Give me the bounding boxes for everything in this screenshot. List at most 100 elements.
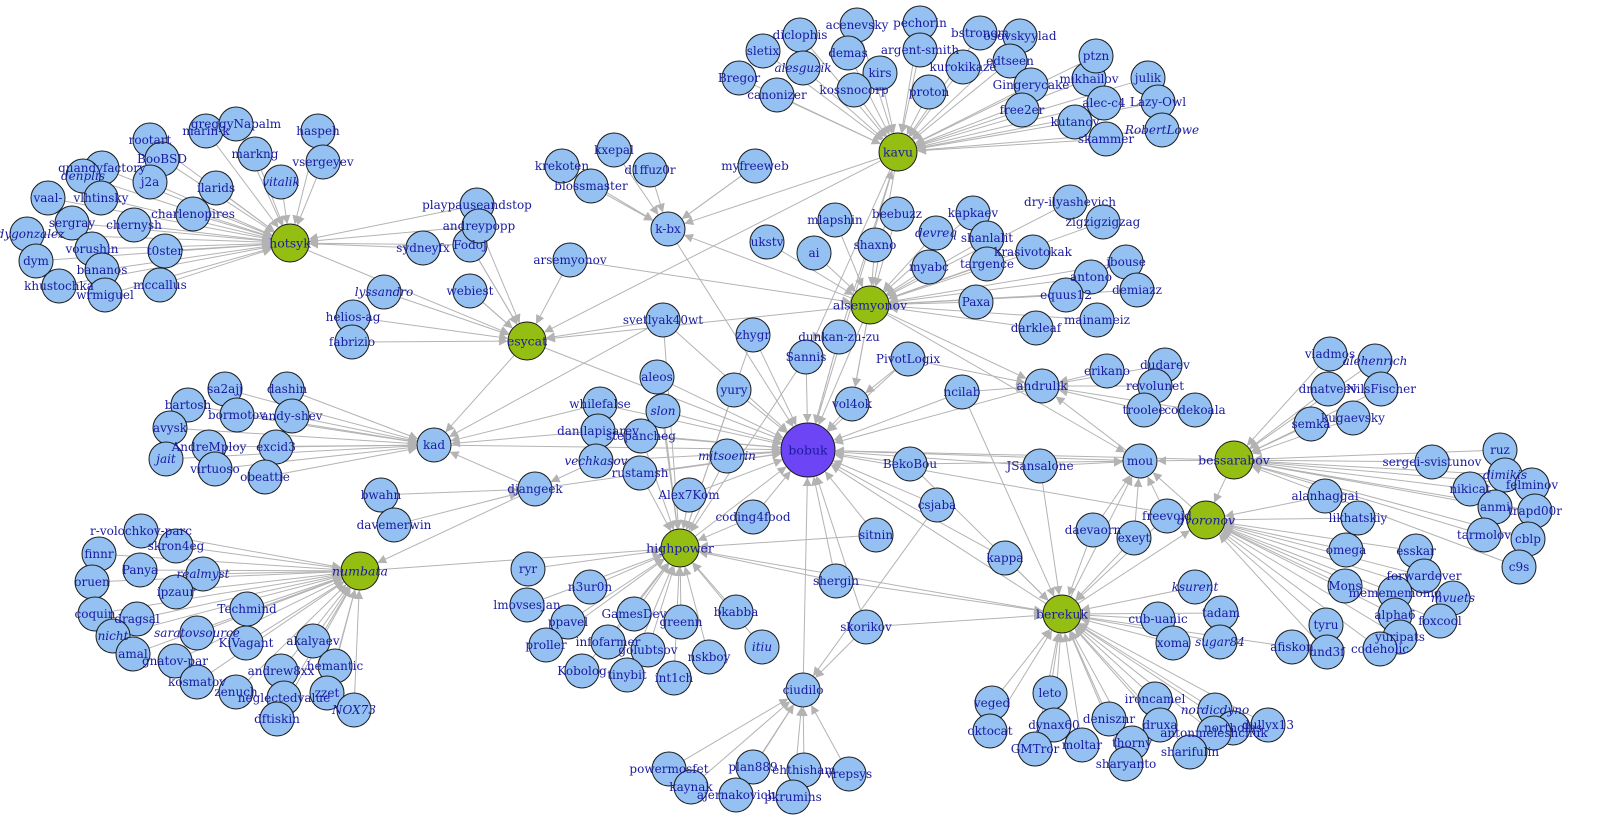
node-label-pkrumins: pkrumins: [764, 790, 822, 804]
node-label-lmovsesjan: lmovsesjan: [493, 598, 561, 612]
node-label-proller: proller: [525, 638, 566, 652]
node-label-edtseen: edtseen: [986, 54, 1034, 68]
node-kurokikaze: [945, 49, 981, 85]
node-stepancheg: [623, 418, 659, 454]
node-label-myfreeweb: myfreeweb: [721, 159, 789, 173]
node-vitalik: [263, 164, 299, 200]
edge-andreypopp-hotsyk: [309, 227, 463, 245]
node-label-mikhailov: mikhailov: [1059, 72, 1118, 86]
node-label-aleos: aleos: [641, 370, 672, 384]
node-ipzaur: [158, 574, 194, 610]
edge-kxepal-k-bx: [623, 163, 659, 215]
edge-shergin-berekuk: [852, 583, 1044, 615]
edge-andy-shev-kad: [308, 418, 418, 445]
node-label-tinybit: tinybit: [607, 668, 647, 682]
edge-shergin-bobuk: [811, 476, 833, 565]
node-label-ajernakovich: ajernakovich: [697, 788, 775, 802]
edge-vrepsys-ciudilo: [811, 705, 842, 760]
node-label-forwardever: forwardever: [1387, 569, 1462, 583]
node-label-gnatov-par: gnatov-par: [142, 654, 208, 668]
node-label-k-bx: k-bx: [655, 222, 681, 236]
node-shergin: [818, 563, 854, 599]
label-layer: Bregorsletixdiclophisacenevskydemasalesg…: [0, 16, 1562, 804]
node-label-freevoid: freevoid: [1142, 509, 1192, 523]
edge-bessarabov-avoronov: [1213, 476, 1227, 503]
node-label-Sannis: Sannis: [786, 350, 827, 364]
node-ilarids: [198, 170, 234, 206]
node-label-arsemyonov: arsemyonov: [533, 253, 606, 267]
edge-cblp-bessarabov: [1252, 462, 1512, 536]
edge-alesguzik-kavu: [815, 78, 884, 140]
node-label-avysk: avysk: [153, 421, 188, 435]
node-label-greggyNapalm: greggyNapalm: [191, 117, 282, 131]
edge-dmatveev-bessarabov: [1249, 398, 1315, 449]
edge-obeattie-kad: [281, 445, 418, 475]
edge-troolee-andrulik: [1058, 387, 1128, 407]
node-label-likhatskiy: likhatskiy: [1329, 511, 1388, 525]
edge-slon-highpower: [664, 427, 681, 530]
node-label-kurokikaze: kurokikaze: [930, 60, 997, 74]
node-arsemyonov: [552, 242, 588, 278]
node-targence: [969, 246, 1005, 282]
node-c9s: [1501, 549, 1537, 585]
edge-dashin-kad: [302, 394, 419, 440]
node-label-Techmind: Techmind: [217, 602, 277, 616]
edge-druxa-berekuk: [1074, 628, 1150, 713]
node-label-vrepsys: vrepsys: [825, 767, 872, 781]
edge-shaxno-alsemyonov: [867, 261, 877, 286]
node-jait: [148, 441, 184, 477]
node-label-canonizer: canonizer: [747, 88, 807, 102]
node-tinybit: [609, 657, 645, 693]
node-label-webiest: webiest: [447, 284, 494, 298]
node-label-andrew8xx: andrew8xx: [248, 664, 315, 678]
node-greenn: [663, 604, 699, 640]
node-label-khustochka: khustochka: [24, 279, 94, 293]
node-label-bstronom: bstronom: [951, 26, 1010, 40]
node-proton: [911, 74, 947, 110]
edge-alsemyonov-andrulik: [886, 312, 1027, 379]
node-obeattie: [247, 459, 283, 495]
node-label-kxepal: kxepal: [594, 143, 634, 157]
node-label-ipzaur: ipzaur: [157, 585, 196, 599]
node-label-danilapisarev: danilapisarev: [557, 424, 639, 438]
node-label-chernysh: chernysh: [106, 218, 162, 232]
edge-alsemyonov-esycat: [546, 306, 852, 343]
edge-kavu-Sannis: [812, 169, 891, 342]
edge-Fodoj-esycat: [478, 259, 518, 325]
edge-avysk-kad: [186, 428, 417, 448]
node-label-highpower: highpower: [646, 541, 714, 556]
node-dragsal: [119, 601, 155, 637]
node-csjaba: [919, 487, 955, 523]
node-label-mlapshin: mlapshin: [807, 213, 863, 227]
node-label-trapd00r: trapd00r: [1508, 504, 1562, 518]
node-label-skammer: skammer: [1078, 132, 1134, 146]
edge-esycat-kad: [445, 354, 515, 433]
edge-alanhaggai-avoronov: [1224, 498, 1309, 519]
node-bstronom: [962, 15, 998, 51]
node-label-alpha6: alpha6: [1374, 608, 1415, 622]
node-label-dashin: dashin: [267, 382, 308, 396]
node-label-kavu: kavu: [883, 145, 913, 160]
node-label-dym: dym: [23, 254, 49, 268]
edge-proton-kavu: [906, 106, 922, 135]
edge-exeyt-berekuk: [1075, 549, 1123, 601]
edge-golubtsov-highpower: [652, 566, 676, 634]
node-label-druxa: druxa: [1142, 718, 1177, 732]
edge-ukstv-alsemyonov: [781, 250, 854, 296]
node-label-demas: demas: [828, 46, 867, 60]
node-label-KiVagant: KiVagant: [219, 636, 274, 650]
edge-darkleaf-alsemyonov: [888, 304, 1020, 327]
node-ai: [796, 235, 832, 271]
node-exeyt: [1116, 520, 1152, 556]
edge-hotsyk-esycat: [307, 249, 510, 335]
node-label-sharifulin: sharifulin: [1161, 745, 1219, 759]
edge-bwahn-djangeek: [397, 485, 518, 495]
edge-kutanov-kavu: [916, 124, 1059, 152]
node-label-kad: kad: [423, 438, 445, 452]
node-berekuk: [1042, 594, 1082, 634]
node-ciudilo: [785, 672, 821, 708]
node-label-mitsoerin: mitsoerin: [698, 449, 756, 463]
node-label-int1ch: int1ch: [655, 671, 694, 685]
node-sharifulin: [1172, 734, 1208, 770]
edge-ehthisham-ciudilo: [798, 707, 808, 754]
